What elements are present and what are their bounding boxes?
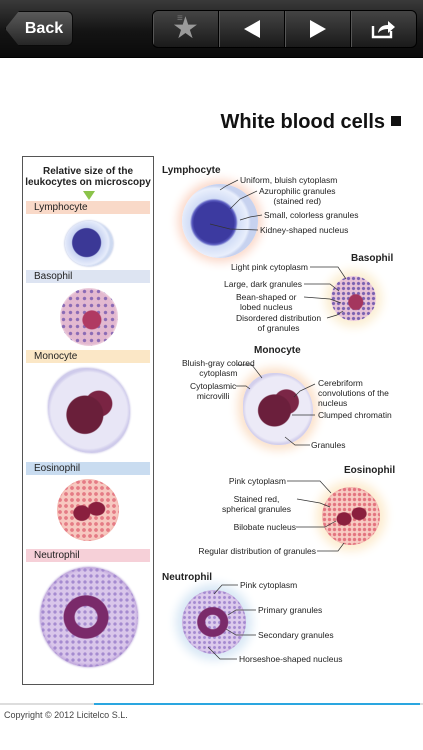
favorite-badge-icon: ≡ [177,13,183,24]
annotation-monocyte-cytoplasm: Bluish-gray colored cytoplasm [182,358,255,378]
annotation-basophil-distribution-line2: of granules [257,323,300,333]
annotation-eosinophil-cytoplasm: Pink cytoplasm [228,476,286,486]
basophil-cell [331,276,376,321]
annotation-basophil-distribution-line1: Disordered distribution [236,313,322,323]
annotation-monocyte-microvilli: Cytoplasmic microvilli [190,381,236,401]
next-button[interactable] [285,11,351,47]
back-button-label: Back [24,19,64,37]
diagram-label-lymphocyte: Lymphocyte [162,165,221,176]
monocyte-thumb [48,368,130,453]
annotation-neutrophil-nucleus: Horseshoe-shaped nucleus [239,654,343,664]
annotation-basophil-cytoplasm: Light pink cytoplasm [230,262,308,272]
annotation-basophil-distribution: Disordered distribution of granules [236,313,321,333]
share-icon [371,21,395,39]
annotation-monocyte-cerebriform-line2: convolutions of the [318,388,389,398]
lymphocyte-thumb [65,221,113,266]
annotation-lymphocyte-azurophilic-line2: (stained red) [273,196,322,206]
triangle-left-icon [243,20,260,38]
share-button[interactable] [351,11,416,47]
content-area[interactable]: White blood cells Relative size of the l… [0,59,423,704]
relative-size-panel: Relative size of the leukocytes on micro… [22,156,154,685]
monocyte-cell [243,373,313,445]
annotation-eosinophil-granules: Stained red, spherical granules [222,494,291,514]
diagram-label-neutrophil: Neutrophil [162,572,212,583]
basophil-thumb [60,288,118,346]
eosinophil-thumb [57,479,119,541]
annotation-lymphocyte-nucleus: Kidney-shaped nucleus [260,225,349,235]
eosinophil-cell [322,487,380,545]
annotation-lymphocyte-azurophilic: Azurophilic granules (stained red) [259,186,336,206]
toolbar: Back ≡ ★ [0,0,423,58]
footer-progress-line [94,703,420,705]
relative-size-heading-line1: Relative size of the [42,166,134,177]
annotation-monocyte-cytoplasm-line2: cytoplasm [199,368,238,378]
previous-button[interactable] [219,11,285,47]
toolbar-segmented-control: ≡ ★ [152,10,417,48]
annotation-monocyte-cytoplasm-line1: Bluish-gray colored [182,358,255,368]
diagram-label-basophil: Basophil [351,253,394,264]
annotation-lymphocyte-azurophilic-line1: Azurophilic granules [259,186,336,196]
lp-label-monocyte: Monocyte [26,350,150,363]
annotation-lymphocyte-colorless: Small, colorless granules [264,210,359,220]
neutrophil-thumb [40,567,138,667]
annotation-basophil-granules: Large, dark granules [224,279,302,289]
annotation-eosinophil-distribution: Regular distribution of granules [198,546,316,556]
lp-label-basophil: Basophil [26,270,150,283]
annotation-neutrophil-cytoplasm: Pink cytoplasm [240,580,298,590]
annotation-basophil-nucleus-line2: lobed nucleus [240,302,293,312]
favorite-button[interactable]: ≡ ★ [153,11,219,47]
annotation-eosinophil-granules-line2: spherical granules [222,504,291,514]
triangle-right-icon [309,20,326,38]
relative-size-heading-line2: leukocytes on microscopy [25,177,151,188]
page-title: White blood cells [221,111,401,134]
annotation-eosinophil-granules-line1: Stained red, [233,494,280,504]
page-title-text: White blood cells [220,111,385,133]
back-button[interactable]: Back [5,11,73,46]
diagram-label-monocyte: Monocyte [254,345,301,356]
lymphocyte-cell [182,184,258,258]
annotation-basophil-nucleus-line1: Bean-shaped or [236,292,297,302]
neutrophil-cell [182,590,246,654]
copyright-text: Copyright © 2012 Licitelco S.L. [4,710,128,720]
relative-size-heading: Relative size of the leukocytes on micro… [23,166,153,188]
annotation-monocyte-cerebriform-line3: nucleus [318,398,348,408]
annotation-monocyte-microvilli-line1: Cytoplasmic [190,381,237,391]
annotation-neutrophil-primary: Primary granules [258,605,323,615]
lp-label-lymphocyte: Lymphocyte [26,201,150,214]
star-icon: ★ [172,12,199,45]
annotation-monocyte-cerebriform: Cerebriform convolutions of the nucleus [318,378,389,408]
annotation-basophil-nucleus: Bean-shaped or lobed nucleus [236,292,297,312]
annotation-monocyte-granules: Granules [311,440,346,450]
annotation-monocyte-chromatin: Clumped chromatin [318,410,392,420]
down-arrow-icon [83,191,95,200]
annotation-lymphocyte-cytoplasm: Uniform, bluish cytoplasm [240,175,338,185]
annotation-eosinophil-nucleus: Bilobate nucleus [233,522,296,532]
diagram-label-eosinophil: Eosinophil [344,465,396,476]
lp-label-eosinophil: Eosinophil [26,462,150,475]
annotation-monocyte-microvilli-line2: microvilli [196,391,230,401]
lp-label-neutrophil: Neutrophil [26,549,150,562]
annotation-neutrophil-secondary: Secondary granules [258,630,334,640]
title-square-icon [391,116,401,126]
annotation-monocyte-cerebriform-line1: Cerebriform [318,378,363,388]
